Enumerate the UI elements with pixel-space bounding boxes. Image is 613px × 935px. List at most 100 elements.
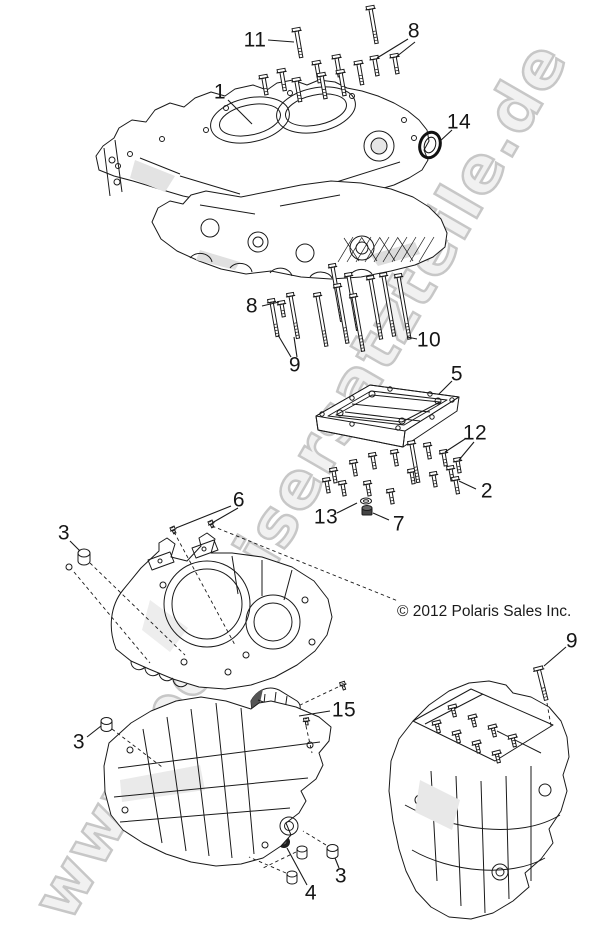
bolt (328, 466, 339, 484)
callout-label-5: 5 (450, 362, 464, 386)
bolt (447, 703, 458, 718)
callout-label-13: 13 (313, 505, 339, 529)
bolt (389, 52, 400, 75)
bolt (276, 67, 288, 92)
callout-label-8: 8 (245, 294, 259, 318)
bolt (302, 717, 311, 726)
leader-line (336, 502, 358, 514)
leader-line (444, 438, 466, 453)
callout-label-4: 4 (304, 881, 318, 905)
callout-label-6: 6 (232, 488, 246, 512)
bolt (348, 292, 366, 352)
leader-line (298, 710, 331, 717)
dashed-line (173, 531, 236, 646)
callout-label-11: 11 (243, 28, 267, 52)
leader-line (438, 380, 453, 395)
dashed-line (111, 728, 163, 768)
leader-line (372, 512, 390, 521)
leader-line (69, 540, 81, 552)
crankcase-lower-half-drawing (151, 180, 448, 280)
bolt (291, 26, 304, 59)
leader-line (211, 507, 239, 524)
callout-label-14: 14 (446, 110, 472, 134)
crankcase-bottom-view-drawing (103, 696, 332, 867)
callout-label-15: 15 (331, 698, 357, 722)
leader-line (395, 41, 416, 58)
callout-label-9: 9 (288, 353, 302, 377)
bolt (431, 719, 442, 734)
bolt (438, 448, 449, 467)
bolt (491, 749, 502, 764)
callout-label-3: 3 (334, 864, 348, 888)
bolt (533, 665, 549, 702)
callout-label-1: 1 (213, 80, 227, 104)
cup-plugs-drawing (65, 548, 339, 885)
bolt (393, 272, 412, 340)
bolt (335, 68, 347, 97)
bolt (316, 71, 328, 100)
leader-line (86, 725, 102, 738)
bolt (365, 4, 379, 45)
dashed-line (211, 525, 399, 602)
bolt (169, 525, 177, 535)
drain-plug-drawing (361, 505, 373, 516)
oil-pan-drawing (315, 384, 460, 448)
bolt (450, 475, 461, 495)
bolt (428, 470, 439, 488)
bolt (445, 464, 456, 482)
bolt (385, 487, 396, 505)
leader-line (458, 480, 477, 490)
dashed-line (73, 571, 151, 664)
bolts-and-studs (169, 4, 549, 764)
bolt (507, 733, 518, 748)
bolt (389, 448, 400, 467)
dashed-line (89, 562, 186, 656)
drain-washer-drawing (360, 497, 372, 505)
crankshaft-seal-drawing (418, 130, 442, 160)
bolt (362, 479, 373, 497)
bolt (353, 59, 365, 86)
bolt (451, 729, 462, 744)
bolt (452, 456, 463, 474)
bolt (337, 479, 348, 497)
callout-label-8: 8 (407, 19, 421, 43)
callout-leader-lines (69, 38, 567, 886)
leader-line (376, 38, 409, 59)
bolt (291, 76, 303, 103)
bolt (422, 441, 433, 460)
callout-label-12: 12 (462, 421, 488, 445)
bolt (338, 680, 347, 691)
leader-line (277, 334, 292, 358)
bolt (467, 713, 478, 728)
leader-line (406, 336, 418, 340)
callout-label-10: 10 (416, 328, 442, 352)
leader-line (334, 857, 340, 869)
callout-label-3: 3 (57, 521, 71, 545)
bolt (285, 291, 301, 340)
dashed-line (305, 725, 313, 754)
callout-label-7: 7 (392, 512, 406, 536)
bolt (367, 451, 378, 470)
callout-label-2: 2 (480, 479, 494, 503)
bolt (406, 439, 421, 484)
leader-line (175, 505, 232, 529)
leader-line (543, 646, 567, 667)
bolt (487, 723, 498, 738)
leader-line (438, 129, 453, 143)
callout-label-3: 3 (72, 730, 86, 754)
crankcase-half-front-drawing (110, 532, 333, 690)
dashed-line (297, 686, 339, 707)
bolt (369, 54, 380, 77)
bolt (258, 73, 269, 96)
bolt (365, 274, 384, 340)
bolt (276, 299, 287, 318)
dashed-line (302, 830, 327, 846)
leader-line (267, 39, 295, 43)
dashed-line (248, 856, 287, 874)
bolt (332, 282, 350, 344)
leader-line (286, 847, 308, 886)
callout-label-9: 9 (565, 629, 579, 653)
leader-line (293, 336, 298, 358)
bolt (348, 458, 359, 477)
